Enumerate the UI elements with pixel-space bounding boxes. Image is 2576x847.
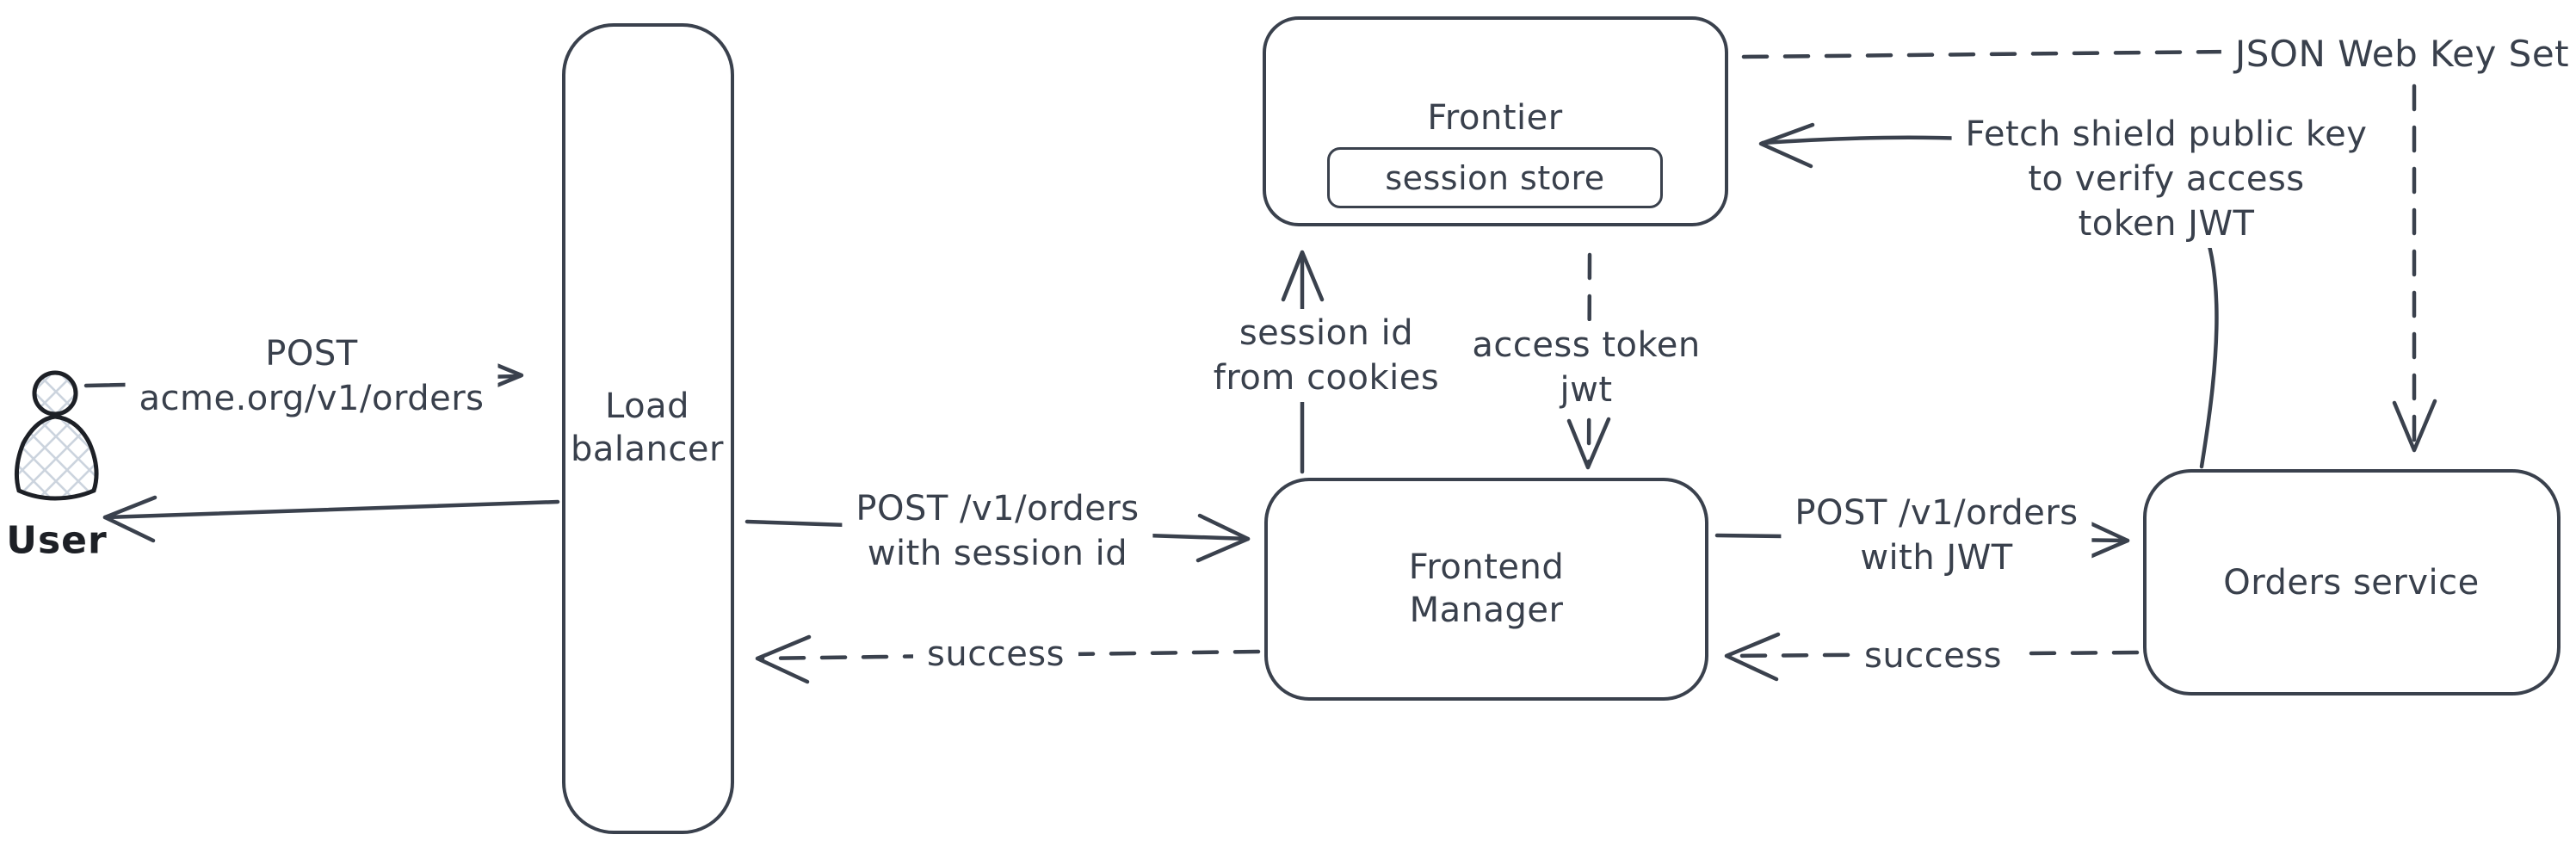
label-post-with-jwt: POST /v1/orders with JWT	[1781, 489, 2092, 582]
arrowhead-fm-to-frontier	[1281, 250, 1325, 302]
label-post-with-session-id: POST /v1/orders with session id	[842, 485, 1153, 578]
arrowhead-orders-to-fm	[1724, 632, 1781, 682]
user-icon	[14, 370, 99, 501]
load-balancer-label: Load balancer	[571, 386, 724, 469]
arrowhead-frontier-to-fm	[1566, 417, 1611, 470]
label-json-web-key-set: JSON Web Key Set	[2221, 30, 2576, 78]
arrowhead-lb-to-fm	[1195, 513, 1251, 563]
arrowhead-fm-to-lb	[755, 634, 812, 684]
label-access-token-jwt: access token jwt	[1458, 321, 1714, 414]
frontend-manager-label: Frontend Manager	[1408, 547, 1565, 630]
arrowhead-jwks-to-orders	[2392, 399, 2437, 453]
session-store-label: session store	[1385, 158, 1605, 197]
label-session-id-from-cookies: session id from cookies	[1199, 309, 1454, 402]
arrowhead-lb-to-user	[102, 495, 158, 543]
node-frontier	[1263, 16, 1728, 226]
orders-service-label: Orders service	[2223, 563, 2480, 603]
node-load-balancer	[562, 23, 734, 834]
node-frontend-manager	[1264, 478, 1708, 701]
arrowhead-orders-to-frontier	[1758, 122, 1815, 169]
arrow-lb-to-user	[102, 499, 560, 520]
label-success-right: success	[1850, 632, 2016, 680]
node-session-store: session store	[1327, 147, 1663, 208]
connector-frontier-to-jwks	[1741, 49, 2232, 59]
arrowhead-fm-to-orders	[2075, 516, 2130, 565]
frontier-title: Frontier	[1427, 98, 1563, 138]
label-success-left: success	[913, 630, 1078, 678]
arrow-orders-to-fm	[1726, 650, 2140, 658]
node-orders-service	[2143, 469, 2561, 696]
user-label: User	[6, 518, 108, 563]
label-fetch-shield-public-key: Fetch shield public key to verify access…	[1951, 110, 2381, 248]
label-post-acme-orders: POST acme.org/v1/orders	[125, 330, 498, 423]
